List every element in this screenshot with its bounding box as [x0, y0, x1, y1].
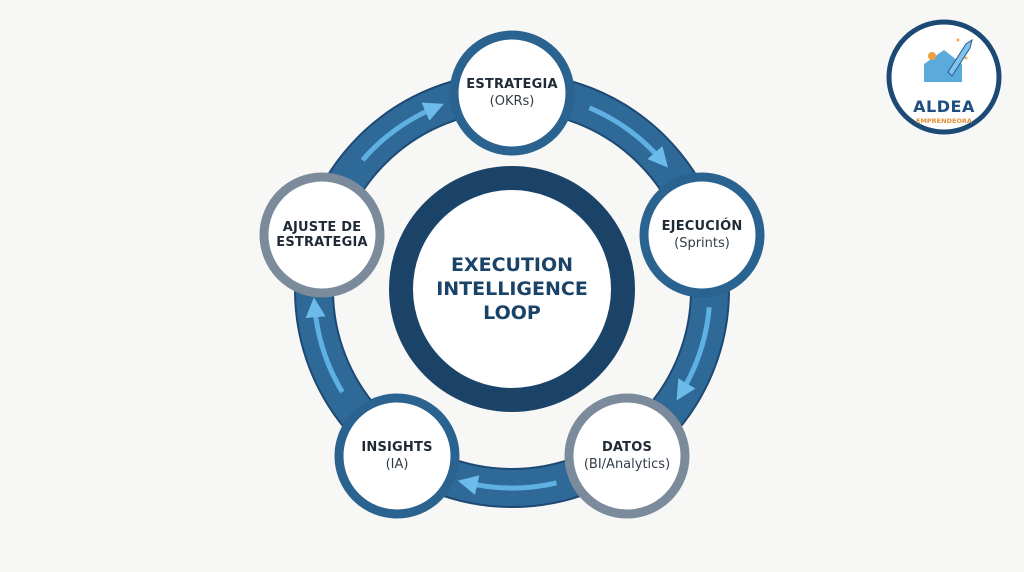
- node-subtitle: (OKRs): [489, 94, 535, 109]
- flow-arrow-icon: [457, 475, 558, 495]
- flow-arrow-icon: [588, 105, 668, 168]
- center-line: INTELLIGENCE: [436, 278, 588, 300]
- node-circle: [449, 30, 575, 156]
- node-title: ESTRATEGIA: [466, 77, 558, 92]
- node-title: AJUSTE DE ESTRATEGIA: [276, 220, 368, 250]
- flow-arrow-icon: [676, 307, 712, 401]
- node-insights: INSIGHTS (IA): [337, 440, 457, 472]
- center-line: EXECUTION: [450, 254, 574, 276]
- logo-tagline: EMPRENDEORA: [916, 117, 972, 125]
- flow-arrow-icon: [360, 102, 444, 162]
- node-subtitle: (IA): [385, 457, 409, 472]
- node-title: INSIGHTS: [361, 440, 433, 455]
- node-ejecucion: EJECUCIÓN (Sprints): [642, 219, 762, 251]
- node-circle: [334, 393, 460, 519]
- logo: ALDEA EMPRENDEORA: [913, 97, 975, 125]
- logo-rocket-icon: [924, 38, 973, 82]
- center-line: LOOP: [483, 302, 541, 324]
- node-subtitle: (Sprints): [674, 236, 730, 251]
- center-ring: [389, 166, 635, 412]
- flow-arrow-icon: [305, 297, 345, 394]
- node-circle: [639, 172, 765, 298]
- logo-name: ALDEA: [913, 97, 975, 116]
- node-estrategia: ESTRATEGIA (OKRs): [452, 77, 572, 109]
- node-circle: [259, 172, 385, 298]
- node-datos: DATOS (BI/Analytics): [567, 440, 687, 472]
- node-circle: [564, 393, 690, 519]
- node-title: EJECUCIÓN: [661, 219, 743, 234]
- center-title: EXECUTION INTELLIGENCE LOOP: [412, 253, 612, 325]
- node-title: DATOS: [601, 440, 653, 455]
- node-subtitle: (BI/Analytics): [583, 457, 671, 472]
- node-ajuste-de-estrategia: AJUSTE DE ESTRATEGIA: [267, 220, 377, 250]
